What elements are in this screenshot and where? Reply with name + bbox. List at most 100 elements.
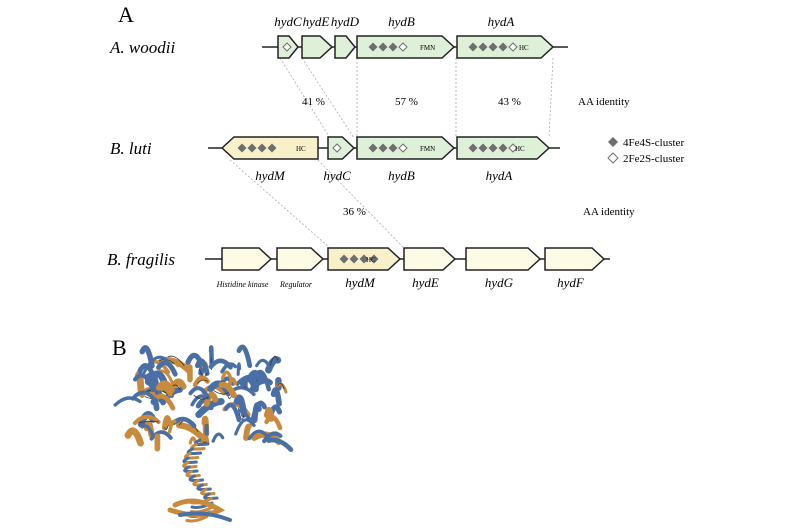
filled-diamond-icon bbox=[488, 143, 498, 153]
gene-label: hydD bbox=[331, 14, 360, 29]
ribbon bbox=[223, 402, 241, 423]
ribbon bbox=[130, 390, 156, 401]
open-diamond-icon bbox=[508, 143, 518, 153]
ribbon bbox=[237, 408, 256, 428]
ribbon bbox=[188, 386, 211, 400]
ribbon bbox=[236, 344, 253, 369]
organism-name: B. fragilis bbox=[107, 250, 175, 269]
gene-hyda: HC hydA bbox=[456, 136, 551, 183]
open-diamond-icon bbox=[508, 42, 518, 52]
gene-label: hydE bbox=[412, 275, 439, 290]
filled-diamond-icon bbox=[468, 143, 478, 153]
legend-4fe4s: 4Fe4S-cluster bbox=[623, 137, 684, 149]
filled-diamond-icon bbox=[468, 42, 478, 52]
ribbon bbox=[175, 421, 206, 442]
filled-diamond-icon bbox=[498, 143, 508, 153]
cofactor-tag: HC bbox=[515, 145, 525, 153]
gene-arrow bbox=[276, 247, 325, 271]
ribbon bbox=[203, 391, 219, 407]
ribbon bbox=[218, 381, 237, 399]
legend-2fe2s: 2Fe2S-cluster bbox=[623, 153, 684, 165]
filled-diamond-icon bbox=[478, 42, 488, 52]
open-diamond-icon bbox=[398, 42, 408, 52]
identity-hydc: 41 % bbox=[302, 96, 325, 108]
ribbon bbox=[262, 431, 283, 444]
organism-name: A. woodii bbox=[109, 38, 175, 57]
filled-diamond-icon bbox=[369, 254, 379, 264]
gene-label: Histidine kinase bbox=[216, 280, 269, 289]
ribbon bbox=[178, 511, 232, 522]
identity-hydb: 57 % bbox=[395, 96, 418, 108]
ribbon bbox=[113, 396, 142, 407]
gene-arrow bbox=[221, 247, 273, 271]
ribbon bbox=[192, 375, 210, 388]
homology-lines bbox=[229, 57, 554, 249]
gene-arrow bbox=[465, 247, 542, 271]
filled-diamond-icon bbox=[247, 143, 257, 153]
filled-diamond-icon bbox=[339, 254, 349, 264]
protein-structure bbox=[113, 344, 294, 523]
ribbon-outline bbox=[164, 424, 169, 430]
filled-diamond-icon bbox=[359, 254, 369, 264]
ribbon bbox=[148, 374, 160, 392]
identity-hydm: 36 % bbox=[343, 206, 366, 218]
ribbon bbox=[250, 400, 267, 422]
ribbon bbox=[265, 356, 282, 374]
filled-diamond-icon bbox=[388, 42, 398, 52]
gene-hydf: hydF bbox=[544, 247, 606, 290]
ribbon-outline bbox=[269, 355, 279, 366]
gene-hyde: hydE bbox=[403, 247, 457, 290]
ribbon bbox=[137, 363, 155, 377]
gene-label: hydC bbox=[274, 14, 302, 29]
ribbon bbox=[199, 433, 210, 446]
gene-hyde: hydE bbox=[301, 14, 334, 59]
gene-arrow bbox=[544, 247, 606, 271]
open-diamond-icon bbox=[332, 143, 342, 153]
aa-identity-label-2: AA identity bbox=[583, 206, 635, 218]
ribbon bbox=[263, 407, 275, 422]
ribbon bbox=[247, 369, 264, 383]
ribbon bbox=[132, 414, 161, 426]
gene-label: hydM bbox=[345, 275, 376, 290]
gene-label: hydB bbox=[388, 168, 415, 183]
gene-hydc: hydC bbox=[323, 136, 356, 183]
ribbon bbox=[247, 429, 270, 441]
filled-diamond-icon bbox=[478, 143, 488, 153]
ribbon bbox=[156, 360, 178, 377]
ribbon bbox=[194, 358, 210, 376]
filled-diamond-icon bbox=[488, 42, 498, 52]
filled-diamond-icon bbox=[237, 143, 247, 153]
gene-label: hydG bbox=[485, 275, 514, 290]
filled-diamond-icon bbox=[349, 254, 359, 264]
ribbon bbox=[185, 470, 201, 478]
ribbon-outline bbox=[193, 394, 209, 400]
filled-diamond-icon bbox=[368, 42, 378, 52]
panel-label-b: B bbox=[112, 335, 127, 360]
ribbon-outline bbox=[197, 379, 208, 384]
open-diamond-icon bbox=[282, 42, 292, 52]
identity-hyda: 43 % bbox=[498, 96, 521, 108]
gene-label: Regulator bbox=[279, 280, 313, 289]
gene-label: hydA bbox=[486, 168, 513, 183]
ribbon bbox=[200, 488, 216, 496]
ribbon bbox=[183, 465, 199, 473]
legend: 4Fe4S-cluster 2Fe2S-cluster bbox=[607, 137, 684, 165]
ribbon bbox=[141, 355, 170, 378]
filled-diamond-icon bbox=[368, 143, 378, 153]
ribbon bbox=[211, 432, 225, 443]
filled-diamond-icon bbox=[498, 42, 508, 52]
cofactor-tag: HC bbox=[296, 145, 306, 153]
ribbon bbox=[195, 397, 225, 419]
organism-name: B. luti bbox=[110, 139, 152, 158]
gene-label: hydC bbox=[323, 168, 351, 183]
gene-hydc: hydC bbox=[274, 14, 302, 59]
gene-arrow bbox=[301, 35, 334, 59]
gene-label: hydM bbox=[255, 168, 286, 183]
ribbon bbox=[150, 397, 160, 412]
gene-hydg: hydG bbox=[465, 247, 542, 290]
gene-label: hydB bbox=[388, 14, 415, 29]
ribbon bbox=[140, 424, 155, 437]
